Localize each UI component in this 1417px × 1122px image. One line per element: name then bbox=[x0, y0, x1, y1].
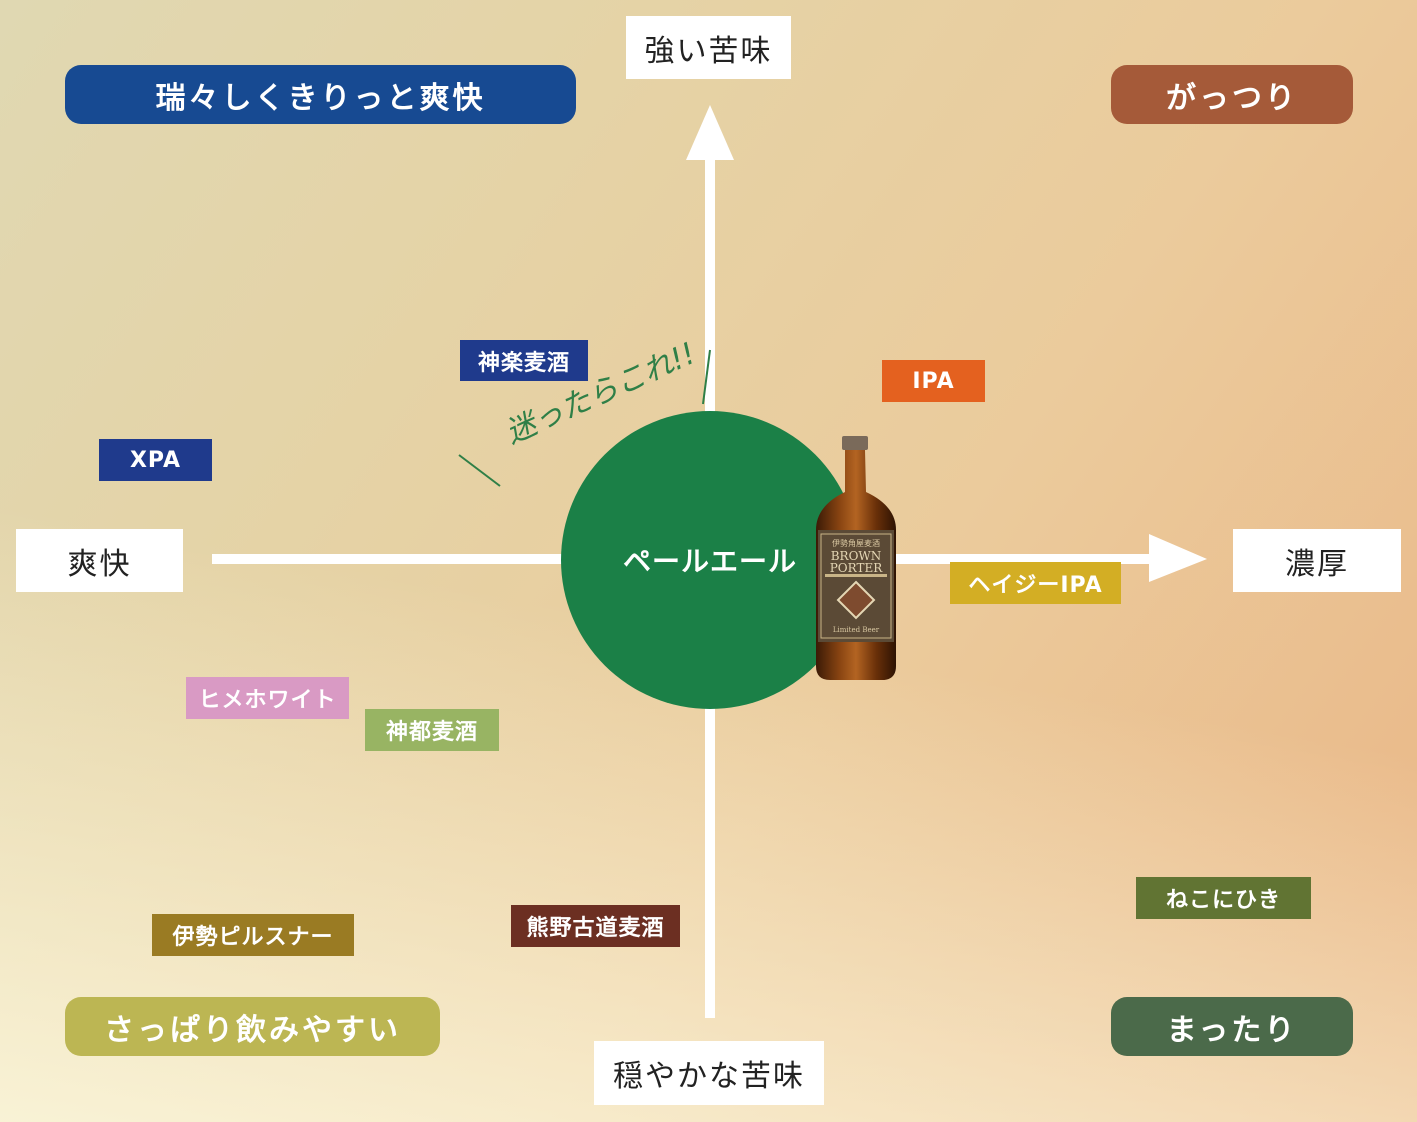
beer-tag-ipa: IPA bbox=[882, 360, 985, 402]
beer-tag-nekonihiki: ねこにひき bbox=[1136, 877, 1311, 919]
note-tick-left bbox=[458, 454, 501, 487]
quadrant-top-left: 瑞々しくきりっと爽快 bbox=[65, 65, 576, 124]
beer-tag-ise-pilsner: 伊勢ピルスナー bbox=[152, 914, 354, 956]
bottle-label-line-2: PORTER bbox=[830, 561, 884, 575]
note-tick-right bbox=[702, 349, 711, 405]
axis-label-mild-bitterness: 穏やかな苦味 bbox=[594, 1041, 824, 1105]
axis-label-refreshing: 爽快 bbox=[16, 529, 183, 592]
beer-tag-kagura: 神楽麦酒 bbox=[460, 340, 588, 381]
beer-tag-hazy-ipa: ヘイジーIPA bbox=[950, 562, 1121, 604]
bottle-maker-text: 伊勢角屋麦酒 bbox=[832, 538, 880, 548]
center-style-circle: ペールエール bbox=[561, 411, 859, 709]
axis-label-rich: 濃厚 bbox=[1233, 529, 1401, 592]
beer-tag-hime-white: ヒメホワイト bbox=[186, 677, 349, 719]
bottle-label-line-1: BROWN bbox=[831, 549, 882, 563]
beer-tag-shinto: 神都麦酒 bbox=[365, 709, 499, 751]
center-style-label: ペールエール bbox=[622, 545, 797, 578]
bottle-cap bbox=[842, 436, 868, 450]
beer-tag-kumano-kodo: 熊野古道麦酒 bbox=[511, 905, 680, 947]
bottle-sub-text: Limited Beer bbox=[833, 626, 880, 634]
up-arrowhead bbox=[686, 105, 734, 160]
quadrant-bottom-right: まったり bbox=[1111, 997, 1353, 1056]
quadrant-bottom-left: さっぱり飲みやすい bbox=[65, 997, 440, 1056]
axis-label-strong-bitterness: 強い苦味 bbox=[626, 16, 791, 79]
quadrant-top-right: がっつり bbox=[1111, 65, 1353, 124]
right-arrowhead bbox=[1149, 534, 1207, 582]
beer-tag-xpa: XPA bbox=[99, 439, 212, 481]
